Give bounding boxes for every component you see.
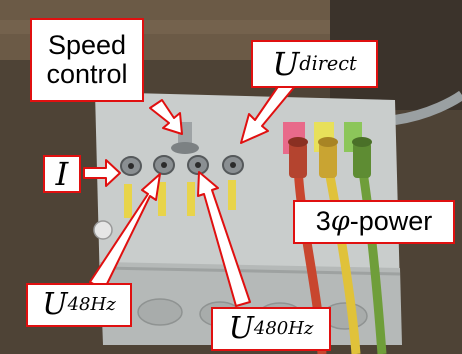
phi-symbol: φ	[330, 206, 350, 238]
power-prefix: 3	[315, 206, 331, 237]
current-symbol: I	[55, 154, 69, 193]
u-480hz-base: U	[228, 310, 254, 346]
u-480hz-subscript: 480Hz	[253, 318, 314, 340]
grey-cable	[394, 90, 462, 125]
u-direct-base: U	[272, 44, 300, 83]
arrow-speed-control	[149, 99, 183, 135]
corner-screw	[93, 220, 113, 240]
power-suffix: -power	[349, 206, 433, 237]
power-plugs	[288, 137, 372, 178]
speed-control-label: Speed control	[30, 18, 144, 102]
arrow-u-480hz	[197, 171, 251, 307]
toggle-switch-base	[171, 142, 199, 154]
green-cable	[357, 164, 387, 354]
speed-control-line2: control	[46, 59, 128, 89]
tape-labels	[124, 180, 236, 218]
u-direct-subscript: direct	[299, 51, 357, 75]
annotation-arrows	[83, 74, 297, 307]
speed-control-line1: Speed	[47, 29, 127, 60]
arrow-u-48hz	[89, 173, 161, 291]
u-48hz-base: U	[42, 286, 68, 322]
arrow-current	[83, 159, 121, 187]
yellow-cable	[323, 164, 361, 354]
current-label: I	[43, 155, 81, 193]
u-48hz-subscript: 48Hz	[67, 294, 116, 316]
bnc-connectors	[120, 155, 244, 176]
